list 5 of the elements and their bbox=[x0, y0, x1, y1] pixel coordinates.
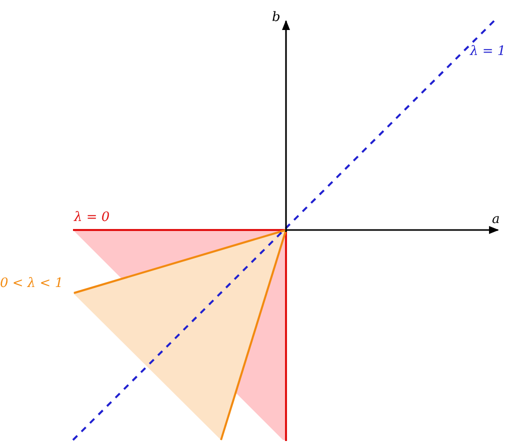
axis-label: a bbox=[492, 212, 500, 227]
line-label: λ = 1 bbox=[470, 44, 506, 59]
region-label: 0 < λ < 1 bbox=[0, 276, 64, 291]
axis-label: b bbox=[272, 10, 280, 25]
line-label: λ = 0 bbox=[74, 210, 110, 225]
